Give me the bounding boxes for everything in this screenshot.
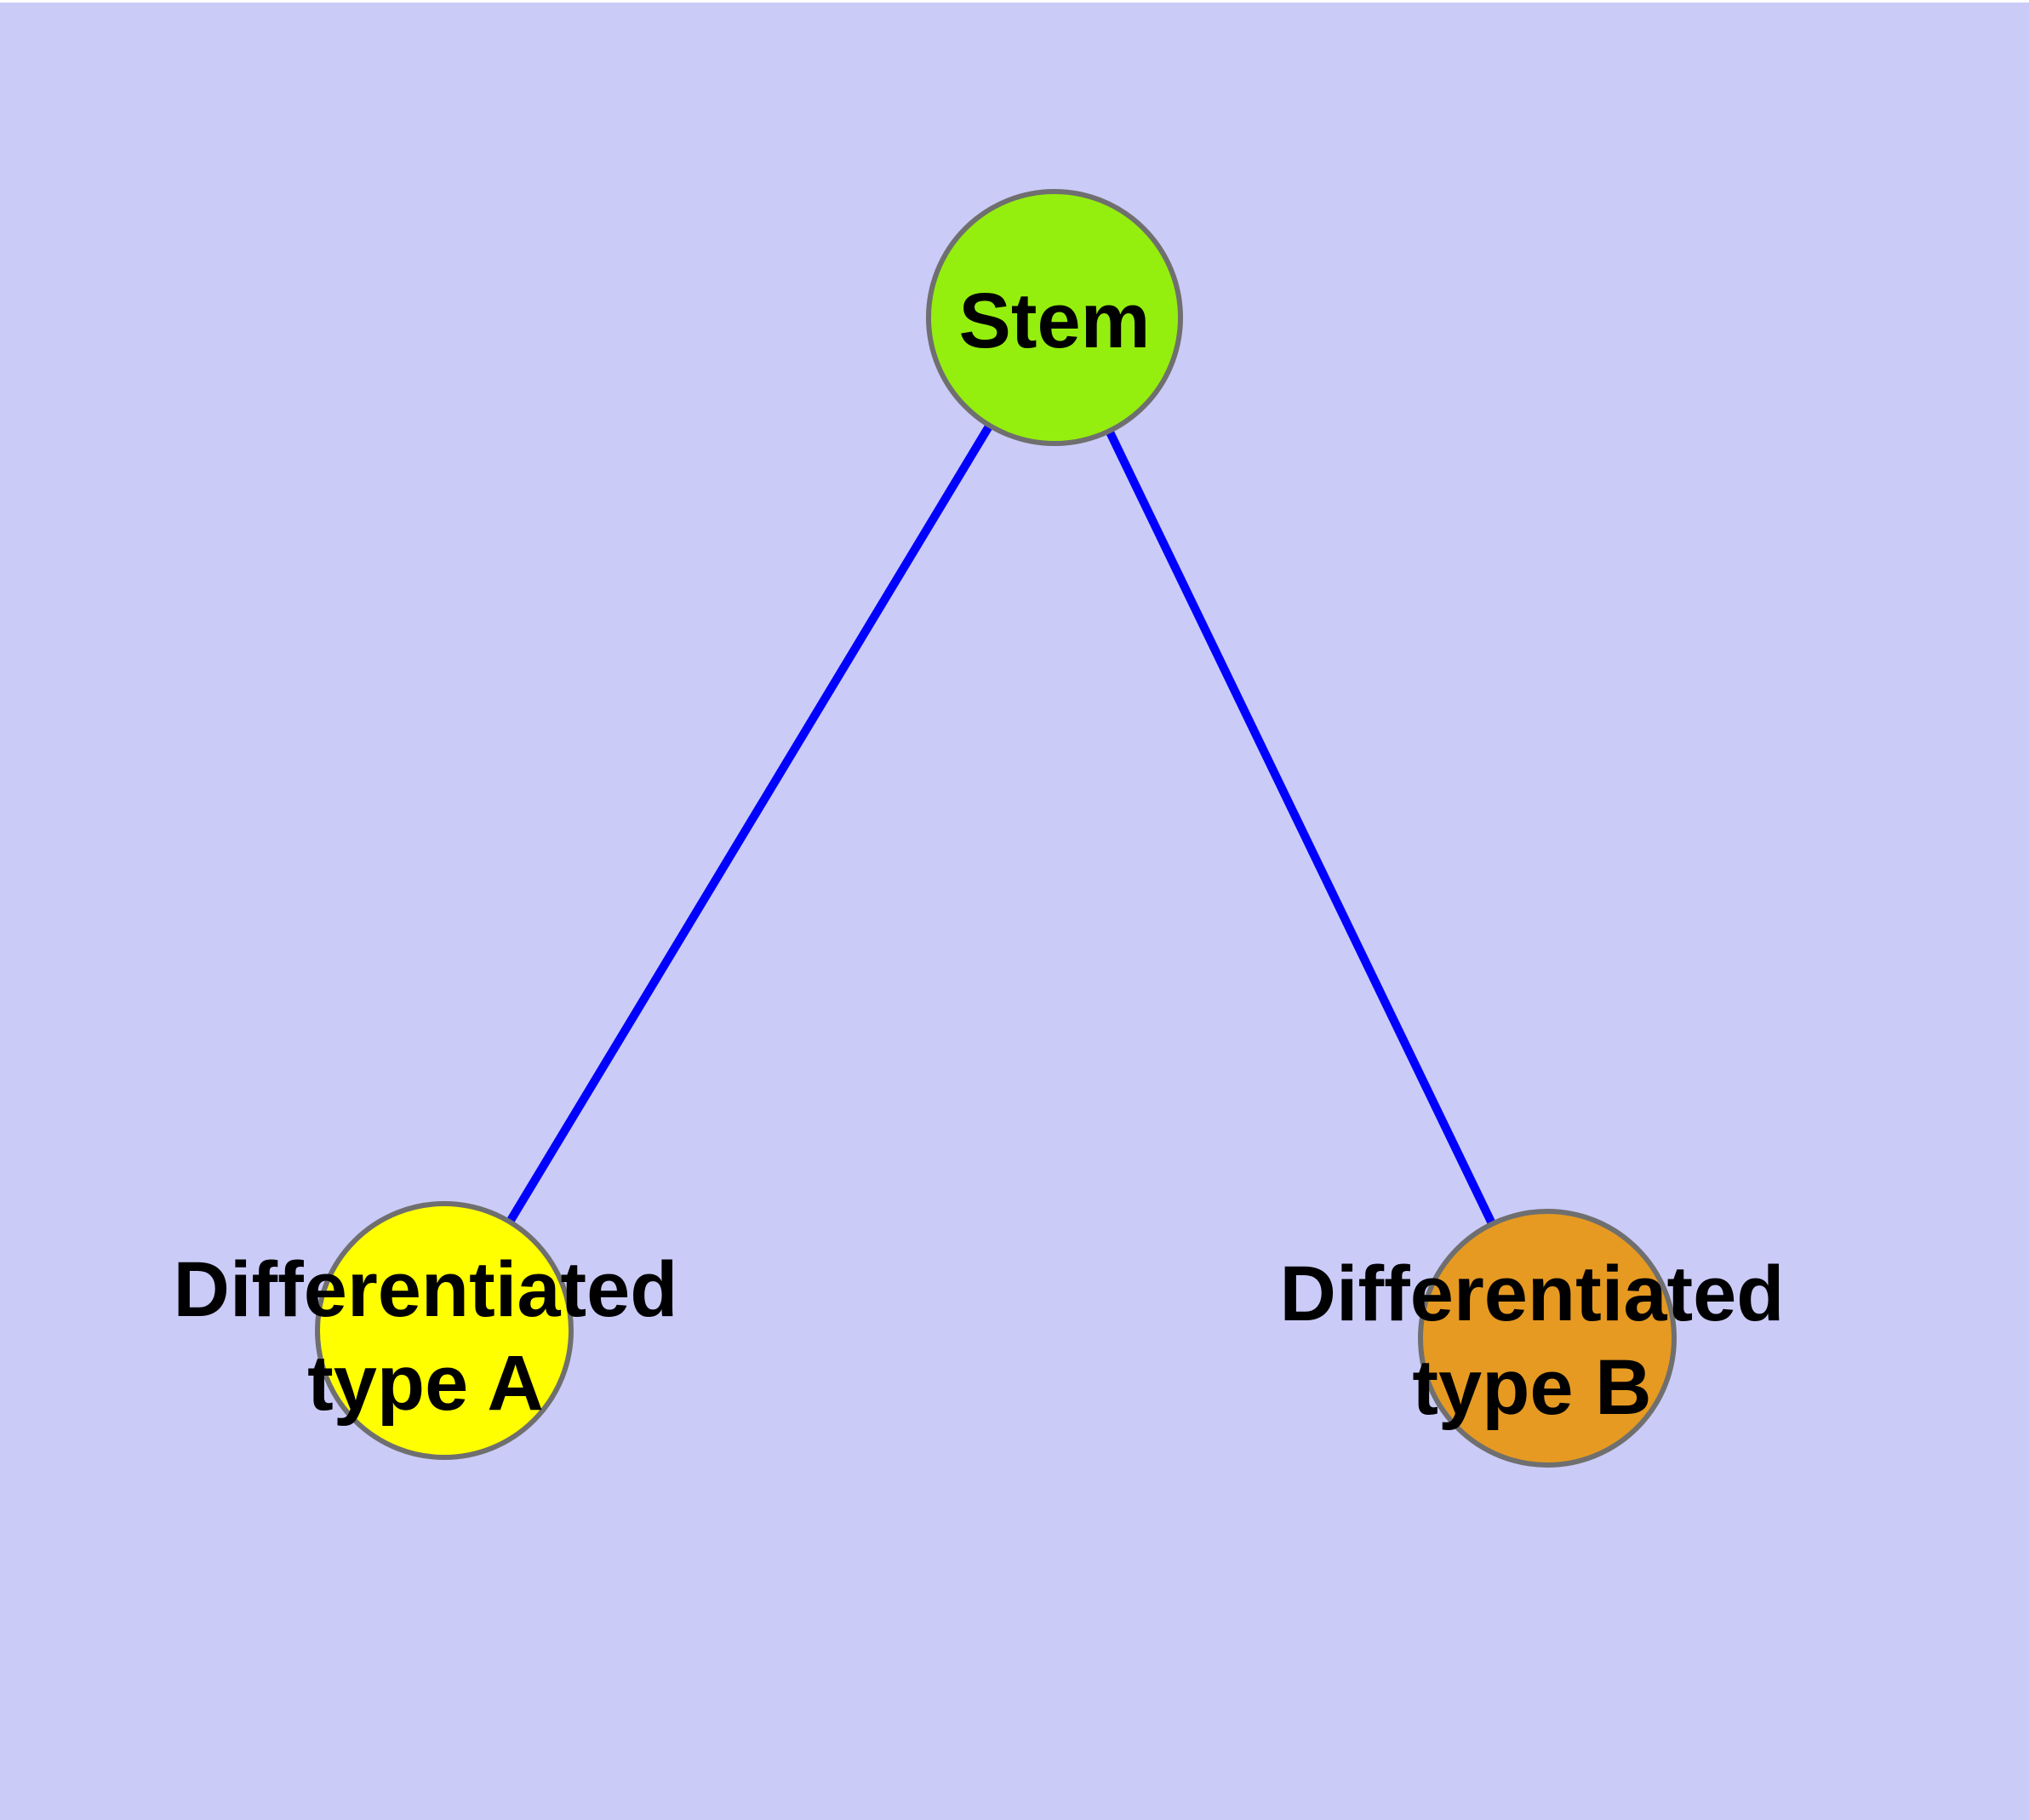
node-differentiated-type-b-label-line2: type B [1412,1344,1652,1431]
edge-stem-to-type-b [1050,315,1552,1341]
node-stem-label: Stem [959,274,1151,368]
node-differentiated-type-a-circle [315,1201,574,1460]
node-differentiated-type-a-label-line2: type A [307,1340,544,1427]
node-differentiated-type-b-circle [1418,1209,1677,1468]
edge-stem-to-type-a [440,315,1059,1333]
node-stem-label-line: Stem [958,278,1151,364]
node-stem-circle [926,189,1183,446]
node-differentiated-type-b-label: Differentiated type B [1280,1247,1785,1434]
node-differentiated-type-a-label: Differentiated type A [174,1243,678,1430]
top-margin-strip [0,0,2029,3]
node-differentiated-type-a-label-line1: Differentiated [173,1246,678,1333]
node-differentiated-type-b-label-line1: Differentiated [1279,1251,1785,1337]
